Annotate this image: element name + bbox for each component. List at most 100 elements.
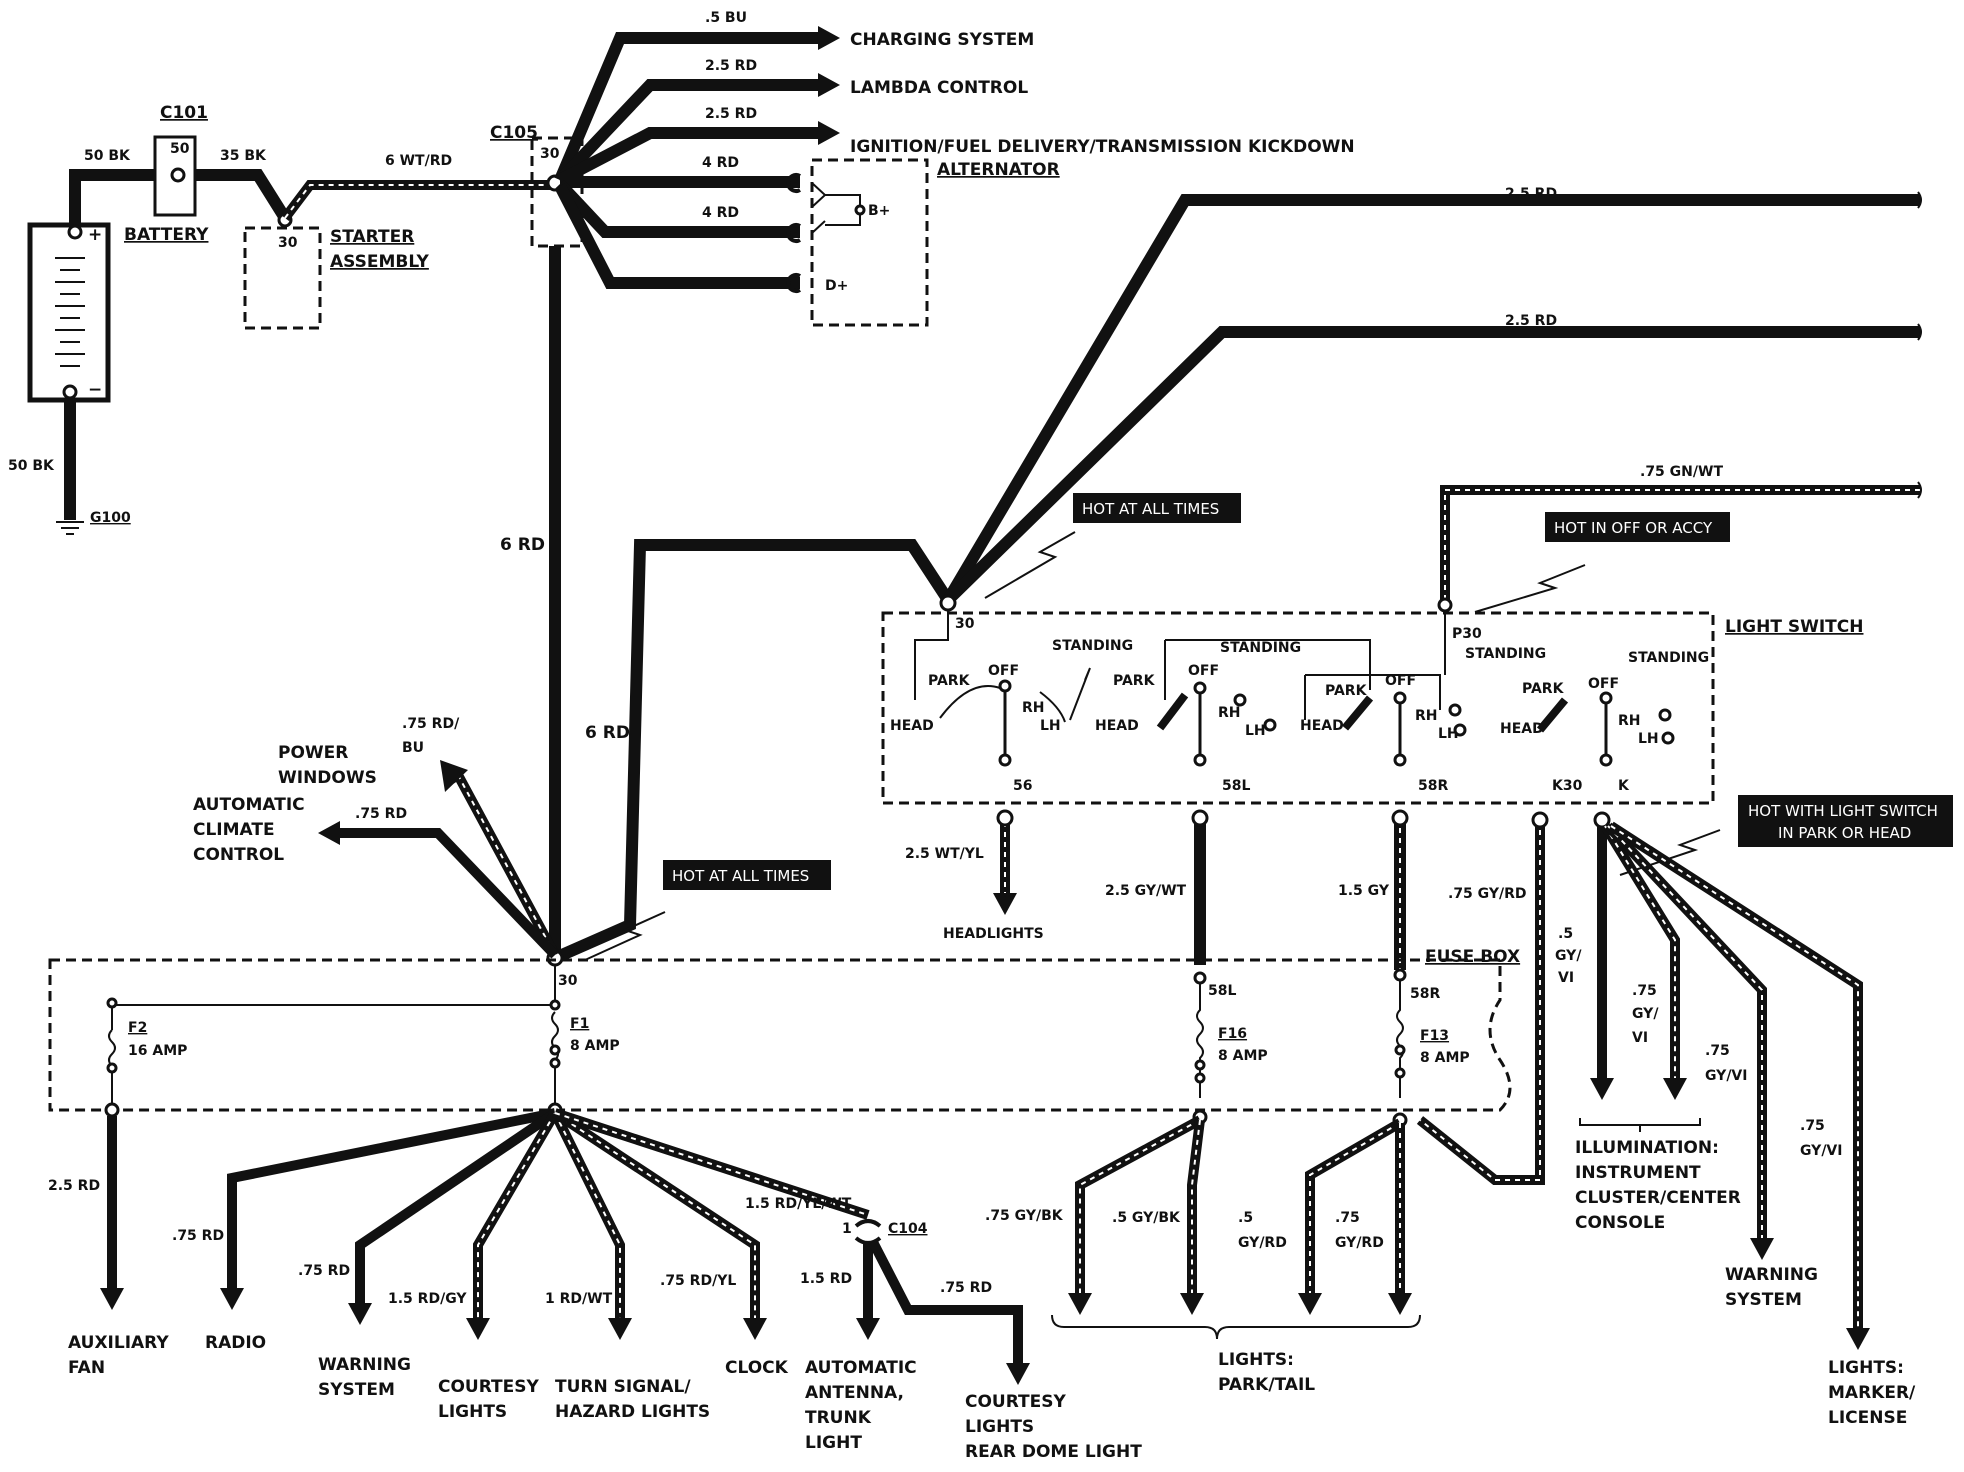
wire-15rd: 1.5 RD: [800, 1271, 852, 1287]
wire-5gyvi-3: VI: [1558, 970, 1574, 986]
wire-75rd-warn: .75 RD: [298, 1263, 350, 1279]
svg-text:IN PARK OR HEAD: IN PARK OR HEAD: [1778, 824, 1911, 842]
main-feed: 6 RD 6 RD: [500, 246, 954, 967]
wire-15rdgy: 1.5 RD/GY: [388, 1291, 467, 1307]
switch-section-4: HEAD PARK OFF STANDING RH LH K30 K: [1500, 650, 1709, 794]
dest-aux-fan-1: AUXILIARY: [68, 1333, 169, 1353]
dest-turn-1: TURN SIGNAL/: [555, 1377, 691, 1397]
svg-text:8 AMP: 8 AMP: [1420, 1050, 1470, 1066]
wire-75gyrd: .75 GY/RD: [1448, 886, 1527, 902]
ground-label: G100: [90, 510, 131, 526]
dest-illumination-1: ILLUMINATION:: [1575, 1138, 1719, 1158]
light-switch-label: LIGHT SWITCH: [1725, 617, 1863, 637]
wire-4rd-b: 4 RD: [702, 205, 739, 221]
alternator-section: ALTERNATOR B+ D+: [786, 158, 1060, 327]
c105-label: C105: [490, 123, 538, 143]
svg-text:HOT WITH LIGHT SWITCH: HOT WITH LIGHT SWITCH: [1748, 802, 1938, 820]
wire-1rdwt: 1 RD/WT: [545, 1291, 613, 1307]
svg-text:HOT AT ALL TIMES: HOT AT ALL TIMES: [672, 867, 809, 885]
c105-section: 30 C105: [490, 123, 584, 248]
dest-park-tail-2: PARK/TAIL: [1218, 1375, 1315, 1395]
svg-text:F13: F13: [1420, 1028, 1449, 1044]
svg-text:HOT IN OFF OR ACCY: HOT IN OFF OR ACCY: [1554, 519, 1713, 537]
svg-text:LH: LH: [1638, 731, 1659, 747]
wire-25rd-top1: 2.5 RD: [1505, 186, 1557, 202]
dest-charging: CHARGING SYSTEM: [850, 30, 1034, 50]
tag-hot-in-off-or-accy: HOT IN OFF OR ACCY: [1474, 512, 1730, 613]
battery-section: + − BATTERY 50 BK 50 C101 35 BK 30 START…: [8, 103, 430, 535]
wire-15rdylwt: 1.5 RD/YL/WT: [745, 1196, 852, 1212]
svg-text:58R: 58R: [1418, 778, 1448, 794]
light-switch: LIGHT SWITCH 30 P30 HEAD PARK OFF STANDI…: [881, 610, 1863, 805]
svg-text:HEAD: HEAD: [1500, 721, 1544, 737]
dest-turn-2: HAZARD LIGHTS: [555, 1402, 710, 1422]
dest-antenna-1: AUTOMATIC: [805, 1358, 917, 1378]
dest-antenna-4: LIGHT: [805, 1433, 862, 1453]
svg-text:K30: K30: [1552, 778, 1583, 794]
wire-75gnwt: .75 GN/WT: [1640, 464, 1723, 480]
c105-fanout: .5 BU CHARGING SYSTEM 2.5 RD LAMBDA CONT…: [554, 10, 1355, 289]
wire-50bk-ground: 50 BK: [8, 458, 55, 474]
svg-text:PARK: PARK: [1325, 683, 1368, 699]
dest-radio: RADIO: [205, 1333, 266, 1353]
dest-warning-1: WARNING: [318, 1355, 411, 1375]
svg-text:HEAD: HEAD: [890, 718, 934, 734]
svg-text:30: 30: [540, 146, 560, 162]
f1-f2-outputs: 2.5 RD AUXILIARY FAN .75 RD RADIO .75 RD…: [48, 1102, 1142, 1462]
dest-illumination-2: INSTRUMENT: [1575, 1163, 1701, 1183]
starter-assembly: [243, 226, 322, 330]
fuse-f16: 58L F16 8 AMP: [1193, 971, 1268, 1098]
battery-body: [27, 222, 111, 403]
c104-label: C104: [888, 1221, 928, 1237]
wire-75rd-courtesy: .75 RD: [940, 1280, 992, 1296]
svg-text:58L: 58L: [1208, 983, 1236, 999]
wire-75gyvi-b-2: GY/VI: [1705, 1068, 1747, 1084]
dest-lambda: LAMBDA CONTROL: [850, 78, 1028, 98]
switch-section-2: HEAD PARK OFF STANDING RH LH 58L: [1095, 640, 1301, 794]
wire-4rd-a: 4 RD: [702, 155, 739, 171]
svg-text:+: +: [88, 225, 102, 245]
wire-75gyvi-c-1: .75: [1800, 1118, 1825, 1134]
svg-text:STANDING: STANDING: [1465, 646, 1546, 662]
dest-climate-2: CLIMATE: [193, 820, 275, 840]
svg-text:LH: LH: [1438, 726, 1459, 742]
svg-text:58R: 58R: [1410, 986, 1440, 1002]
dest-rear-courtesy-2: LIGHTS: [965, 1417, 1034, 1437]
light-switch-box: [881, 611, 1715, 805]
svg-text:STANDING: STANDING: [1052, 638, 1133, 654]
svg-text:HEAD: HEAD: [1095, 718, 1139, 734]
alternator-box: [810, 158, 929, 327]
dest-ignition: IGNITION/FUEL DELIVERY/TRANSMISSION KICK…: [850, 137, 1355, 157]
svg-text:K: K: [1618, 778, 1630, 794]
wire-6wtrd-run: 6 WT/RD: [281, 153, 555, 222]
svg-text:OFF: OFF: [1588, 676, 1619, 692]
switch-section-3: HEAD PARK OFF STANDING RH LH 58R: [1300, 646, 1546, 794]
dest-climate-3: CONTROL: [193, 845, 284, 865]
wire-75gyvi-a-3: VI: [1632, 1030, 1648, 1046]
dest-antenna-3: TRUNK: [805, 1408, 872, 1428]
upper-left-branches: .75 RD/ BU POWER WINDOWS .75 RD AUTOMATI…: [193, 716, 560, 959]
wire-75rd-radio: .75 RD: [172, 1228, 224, 1244]
svg-text:RH: RH: [1618, 713, 1641, 729]
wire-5bu: .5 BU: [705, 10, 747, 26]
svg-text:16 AMP: 16 AMP: [128, 1043, 187, 1059]
svg-text:F2: F2: [128, 1020, 147, 1036]
svg-text:F16: F16: [1218, 1026, 1247, 1042]
svg-text:OFF: OFF: [1188, 663, 1219, 679]
alt-bplus: B+: [868, 203, 890, 219]
wire-25rd-top2: 2.5 RD: [1505, 313, 1557, 329]
svg-text:−: −: [88, 380, 102, 400]
svg-text:OFF: OFF: [988, 663, 1019, 679]
wire-75rdbu-2: BU: [402, 740, 424, 756]
svg-text:LH: LH: [1245, 723, 1266, 739]
svg-text:PARK: PARK: [1113, 673, 1156, 689]
wire-25rd-aux: 2.5 RD: [48, 1178, 100, 1194]
svg-text:8 AMP: 8 AMP: [570, 1038, 620, 1054]
fuse-box-label: FUSE BOX: [1425, 947, 1520, 967]
wire-6rd-switch: 6 RD: [585, 723, 630, 743]
dest-marker-1: LIGHTS:: [1828, 1358, 1904, 1378]
svg-text:STANDING: STANDING: [1628, 650, 1709, 666]
wire-5gyrd-2: GY/RD: [1238, 1235, 1287, 1251]
svg-text:HOT AT ALL TIMES: HOT AT ALL TIMES: [1082, 500, 1219, 518]
